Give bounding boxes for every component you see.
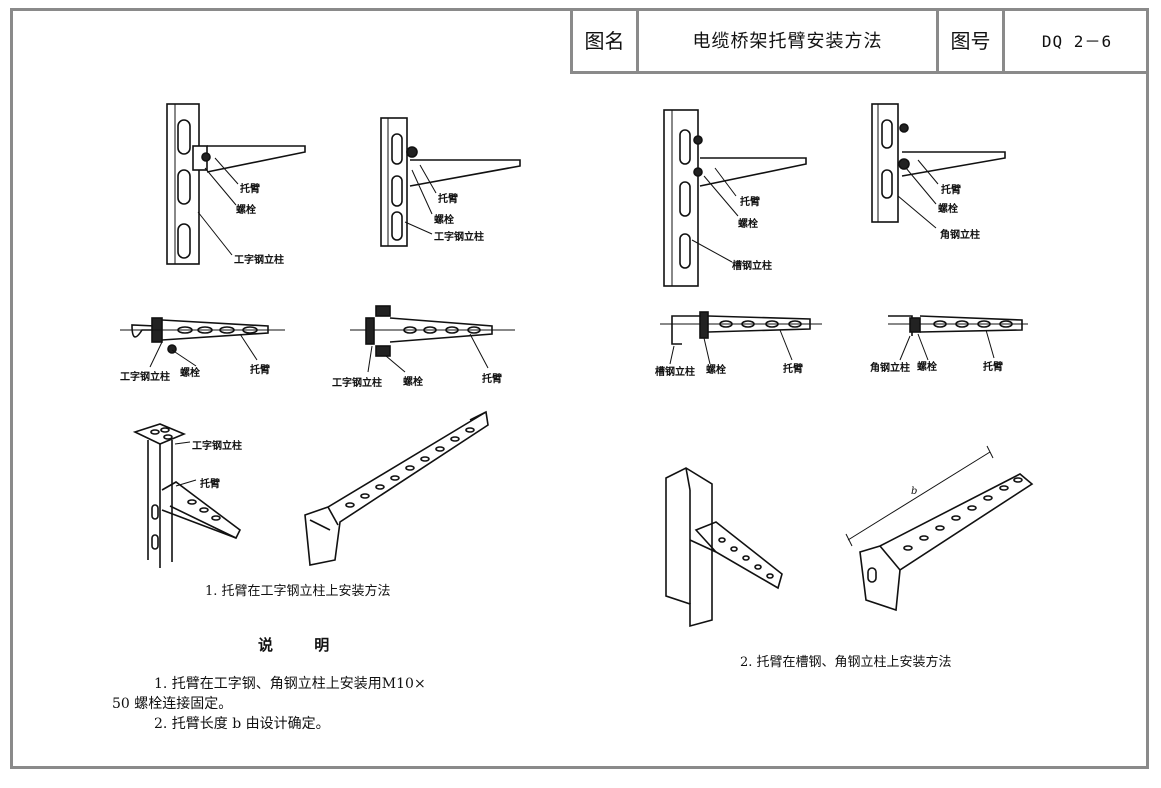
drawing-number-label: 图号 bbox=[939, 8, 1005, 71]
right-fig6-isometric-arm-dimension bbox=[845, 445, 1034, 612]
right-fig5-isometric-channel bbox=[665, 467, 783, 628]
left-fig4-post-label: 工字钢立柱 bbox=[332, 378, 382, 389]
right-fig1-post-label: 槽钢立柱 bbox=[732, 261, 772, 272]
left-fig2-arm-label: 托臂 bbox=[438, 194, 458, 205]
right-caption: 2. 托臂在槽钢、角钢立柱上安装方法 bbox=[740, 655, 952, 670]
right-fig1-channel-elevation bbox=[663, 109, 807, 287]
right-fig1-bolt-label: 螺栓 bbox=[738, 219, 758, 230]
right-fig3-channel-plan bbox=[660, 311, 822, 365]
left-fig5-isometric-ibeam bbox=[132, 423, 242, 568]
right-fig4-post-label: 角钢立柱 bbox=[870, 363, 910, 374]
drawing-sheet-border bbox=[10, 8, 1149, 769]
right-fig2-angle-elevation bbox=[871, 103, 1006, 229]
left-fig1-bolt-label: 螺栓 bbox=[236, 205, 256, 216]
right-fig4-bolt-label: 螺栓 bbox=[917, 362, 937, 373]
right-dimension-b: b bbox=[911, 486, 918, 497]
left-fig2-post-label: 工字钢立柱 bbox=[434, 232, 484, 243]
title-block: 图名 电缆桥架托臂安装方法 图号 DQ 2－6 bbox=[570, 8, 1149, 74]
left-fig3-post-label: 工字钢立柱 bbox=[120, 372, 170, 383]
left-fig1-arm-label: 托臂 bbox=[240, 184, 260, 195]
left-fig5-post-label: 工字钢立柱 bbox=[192, 441, 242, 452]
left-fig2-bolt-label: 螺栓 bbox=[434, 215, 454, 226]
right-fig2-bolt-label: 螺栓 bbox=[938, 204, 958, 215]
left-fig4-plan-bolted bbox=[350, 305, 515, 373]
right-fig3-post-label: 槽钢立柱 bbox=[655, 367, 695, 378]
left-fig2-ibeam-bolted bbox=[380, 117, 521, 247]
note-line-1b: 50 螺栓连接固定。 bbox=[112, 696, 233, 712]
right-fig2-arm-label: 托臂 bbox=[941, 185, 961, 196]
right-fig3-arm-label: 托臂 bbox=[783, 364, 803, 375]
left-caption: 1. 托臂在工字钢立柱上安装方法 bbox=[205, 584, 391, 599]
left-fig3-arm-label: 托臂 bbox=[250, 365, 270, 376]
left-fig5-arm-label: 托臂 bbox=[200, 479, 220, 490]
left-fig6-isometric-arm bbox=[304, 410, 489, 566]
drawing-name: 电缆桥架托臂安装方法 bbox=[639, 8, 939, 71]
note-line-2: 2. 托臂长度 b 由设计确定。 bbox=[154, 716, 330, 732]
left-fig3-plan-view bbox=[120, 317, 285, 368]
drawing-name-label: 图名 bbox=[573, 8, 639, 71]
left-fig3-bolt-label: 螺栓 bbox=[180, 368, 200, 379]
right-fig4-angle-plan bbox=[888, 315, 1028, 361]
drawing-number: DQ 2－6 bbox=[1041, 31, 1113, 51]
left-fig1-ibeam-elevation bbox=[166, 103, 306, 265]
right-fig3-bolt-label: 螺栓 bbox=[706, 365, 726, 376]
left-fig1-post-label: 工字钢立柱 bbox=[234, 255, 284, 266]
notes-block: 1. 托臂在工字钢、角钢立柱上安装用M10× 50 螺栓连接固定。 2. 托臂长… bbox=[112, 632, 492, 734]
notes-title: 说 明 bbox=[258, 636, 348, 654]
right-fig4-arm-label: 托臂 bbox=[983, 362, 1003, 373]
right-fig2-post-label: 角钢立柱 bbox=[940, 230, 980, 241]
left-fig4-arm-label: 托臂 bbox=[482, 374, 502, 385]
right-fig1-arm-label: 托臂 bbox=[740, 197, 760, 208]
note-line-1: 1. 托臂在工字钢、角钢立柱上安装用M10× bbox=[154, 676, 426, 692]
left-fig4-bolt-label: 螺栓 bbox=[403, 377, 423, 388]
